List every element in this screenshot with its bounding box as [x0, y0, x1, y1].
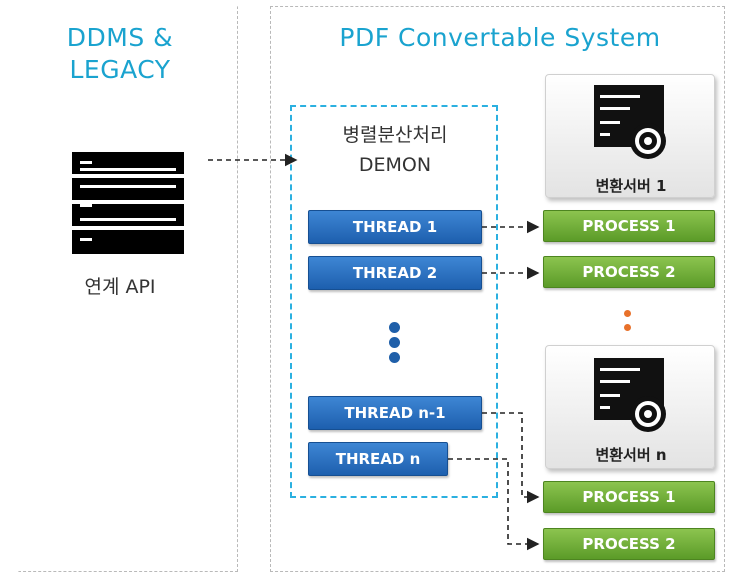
api-label: 연계 API: [84, 276, 156, 298]
thread-n-minus-1: THREAD n-1: [308, 396, 482, 430]
server-rack-icon: [72, 152, 184, 254]
gear-server-icon: [594, 358, 666, 432]
ddms-legacy-title: DDMS & LEGACY: [66, 23, 174, 84]
ellipsis-dot: [624, 324, 631, 331]
server-n-process-2: PROCESS 2: [543, 528, 715, 560]
server-1-process-2: PROCESS 2: [543, 256, 715, 288]
thread-1: THREAD 1: [308, 210, 482, 244]
ellipsis-dot: [624, 310, 631, 317]
ddms-legacy-panel: [18, 6, 238, 572]
server-n-process-1: PROCESS 1: [543, 481, 715, 513]
thread-n: THREAD n: [308, 442, 448, 476]
daemon-title: 병렬분산처리 DEMON: [342, 124, 448, 176]
converter-server-1-label: 변환서버 1: [595, 177, 667, 195]
pdf-system-panel: [270, 6, 725, 572]
server-1-process-1: PROCESS 1: [543, 210, 715, 242]
converter-server-1-card: 변환서버 1: [545, 74, 715, 198]
converter-server-n-label: 변환서버 n: [595, 446, 667, 464]
converter-server-n-card: 변환서버 n: [545, 345, 715, 469]
thread-n-to-process-arrow: [448, 458, 540, 551]
ellipsis-dot: [389, 322, 400, 333]
ellipsis-dot: [389, 337, 400, 348]
gear-server-icon: [594, 85, 666, 159]
daemon-box: [290, 105, 498, 498]
thread-n-1-to-process-arrow: [482, 412, 540, 504]
pdf-system-title: PDF Convertable System: [339, 23, 661, 52]
thread-2: THREAD 2: [308, 256, 482, 290]
ellipsis-dot: [389, 352, 400, 363]
